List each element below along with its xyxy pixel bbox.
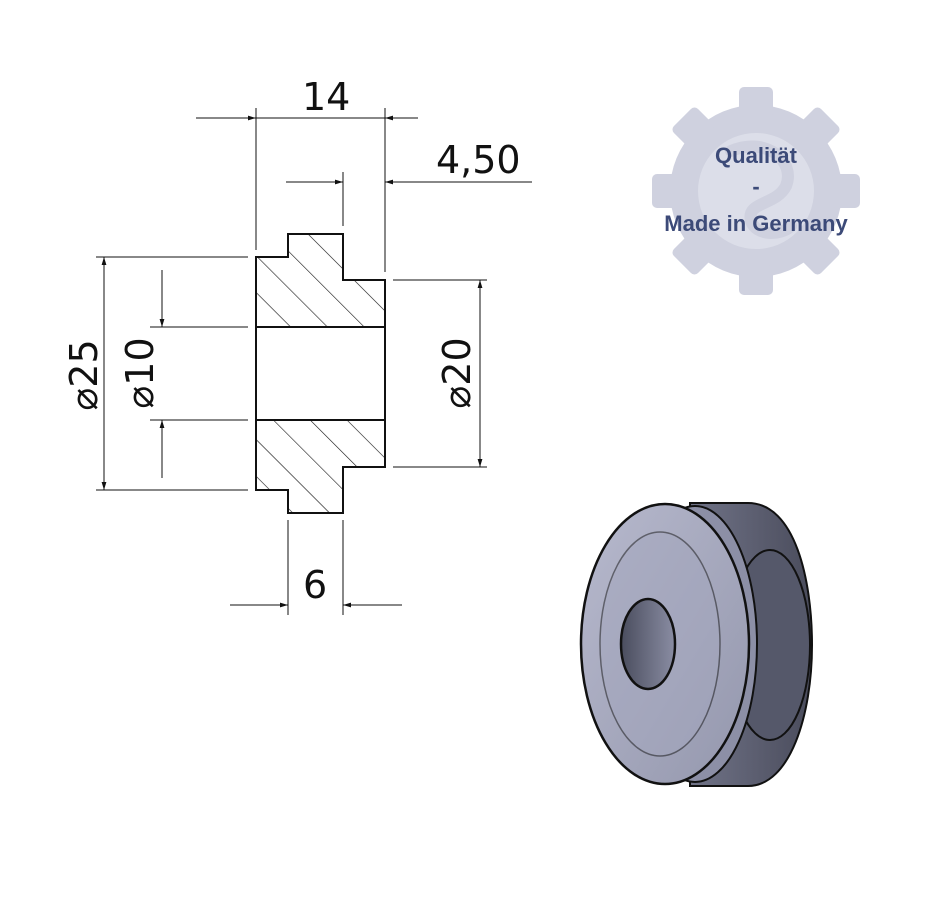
diameter-symbol: ⌀ [118,386,162,409]
diameter-symbol: ⌀ [62,388,106,411]
gear-icon [652,87,860,295]
cross-section [255,233,386,514]
dim-outer-diameter-value: 25 [62,339,106,387]
dim-bore-diameter: ⌀10 [118,337,162,408]
diameter-symbol: ⌀ [435,386,479,409]
part-bore [619,597,677,691]
badge-line-dash: - [752,174,759,199]
section-bore [255,326,386,421]
dimension-lines [101,115,532,608]
quality-badge: Qualität - Made in Germany [652,87,860,295]
dim-hub-diameter-value: 20 [435,337,479,385]
badge-line-quality: Qualität [715,143,798,168]
dim-bore-diameter-label: ⌀10 [118,337,162,408]
dim-overall-length: 14 [302,75,350,119]
dim-outer-diameter-label: ⌀25 [62,339,106,410]
dim-flange-width: 6 [303,563,327,607]
dim-hub-diameter-label: ⌀20 [435,337,479,408]
section-upper [255,233,386,328]
section-lower [255,419,386,514]
dim-bore-diameter-value: 10 [118,337,162,385]
badge-line-made-in-germany: Made in Germany [664,211,848,236]
part-3d-view [579,502,814,787]
extension-lines [96,108,487,615]
dim-outer-diameter: ⌀25 [62,339,106,410]
dim-flange-offset: 4,50 [436,138,521,182]
dim-hub-diameter: ⌀20 [435,337,479,408]
